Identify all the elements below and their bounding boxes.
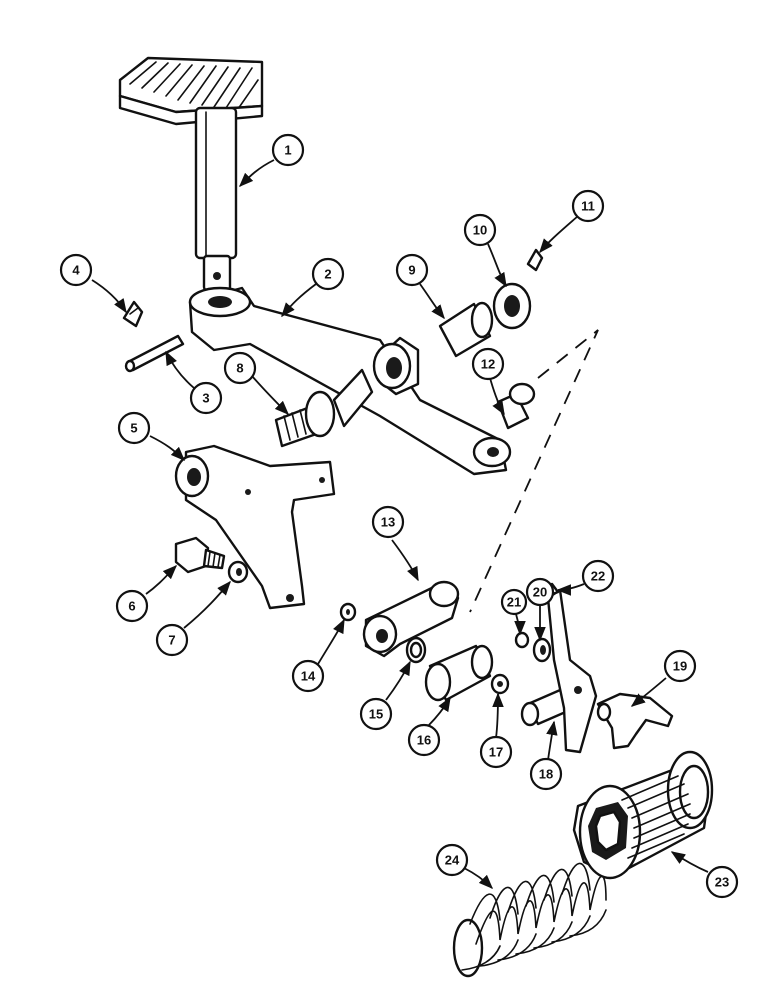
- callout-6: 6: [115, 589, 149, 623]
- leader-lines: [91, 159, 709, 890]
- mounting-bracket: [174, 444, 336, 610]
- callout-22: 22: [581, 559, 615, 593]
- o-ring-15: [405, 636, 427, 664]
- callout-13: 13: [371, 505, 405, 539]
- svg-text:15: 15: [369, 707, 383, 722]
- callout-10: 10: [463, 213, 497, 247]
- svg-text:19: 19: [673, 659, 687, 674]
- callout-21: 21: [500, 588, 528, 616]
- callout-8: 8: [223, 351, 257, 385]
- callout-2: 2: [311, 257, 345, 291]
- pedal-lever-arm: [188, 286, 512, 476]
- callout-23: 23: [705, 865, 739, 899]
- cotter-pin-4: [122, 300, 144, 328]
- pedal-assembly: [118, 56, 264, 292]
- sleeve: [424, 644, 494, 702]
- callout-9: 9: [395, 253, 429, 287]
- svg-text:9: 9: [408, 263, 415, 278]
- svg-text:21: 21: [507, 595, 521, 610]
- callout-1: 1: [271, 133, 305, 167]
- svg-text:16: 16: [417, 733, 431, 748]
- svg-text:11: 11: [581, 199, 595, 214]
- snap-ring-14: [339, 602, 357, 622]
- svg-text:7: 7: [168, 633, 175, 648]
- callouts: 1 2 3 4 5 6 7 8 9 10 11 12 13 14 15 16 1…: [59, 133, 739, 899]
- svg-text:24: 24: [445, 853, 460, 868]
- callout-14: 14: [291, 659, 325, 693]
- svg-text:18: 18: [539, 767, 553, 782]
- callout-24: 24: [435, 843, 469, 877]
- shift-fork: [596, 692, 674, 750]
- clevis-pin: [124, 334, 185, 373]
- callout-20: 20: [525, 577, 555, 607]
- svg-text:22: 22: [591, 569, 605, 584]
- svg-text:6: 6: [128, 599, 135, 614]
- bushing: [438, 301, 494, 358]
- svg-text:10: 10: [473, 223, 487, 238]
- svg-text:20: 20: [533, 585, 547, 600]
- svg-text:23: 23: [715, 875, 729, 890]
- headed-pin: [496, 382, 536, 430]
- svg-text:5: 5: [130, 421, 137, 436]
- callout-16: 16: [407, 723, 441, 757]
- svg-text:14: 14: [301, 669, 316, 684]
- splined-coupler: [572, 750, 714, 880]
- svg-text:17: 17: [489, 745, 503, 760]
- bolt: [174, 536, 226, 574]
- svg-text:3: 3: [202, 391, 209, 406]
- snap-ring-21: [514, 631, 530, 649]
- callout-5: 5: [117, 411, 151, 445]
- callout-19: 19: [663, 649, 697, 683]
- callout-11: 11: [571, 189, 605, 223]
- callout-3: 3: [189, 381, 223, 415]
- svg-text:2: 2: [324, 267, 331, 282]
- callout-12: 12: [471, 347, 505, 381]
- cotter-pin-11: [526, 248, 544, 272]
- svg-text:8: 8: [236, 361, 243, 376]
- svg-text:13: 13: [381, 515, 395, 530]
- callout-7: 7: [155, 623, 189, 657]
- crank-arm: [362, 580, 460, 658]
- snap-ring-17: [490, 673, 510, 695]
- flat-washer-10: [492, 282, 532, 330]
- svg-text:1: 1: [284, 143, 291, 158]
- lock-washer: [227, 560, 249, 584]
- shift-shaft-lever: [520, 588, 598, 754]
- washer-20: [532, 637, 552, 663]
- coil-spring: [452, 862, 607, 978]
- svg-text:12: 12: [481, 357, 495, 372]
- callout-4: 4: [59, 253, 93, 287]
- alignment-dashed-line: [469, 329, 599, 613]
- svg-text:4: 4: [72, 263, 80, 278]
- stud-bolt: [274, 368, 374, 448]
- callout-17: 17: [479, 735, 513, 769]
- callout-18: 18: [529, 757, 563, 791]
- callout-15: 15: [359, 697, 393, 731]
